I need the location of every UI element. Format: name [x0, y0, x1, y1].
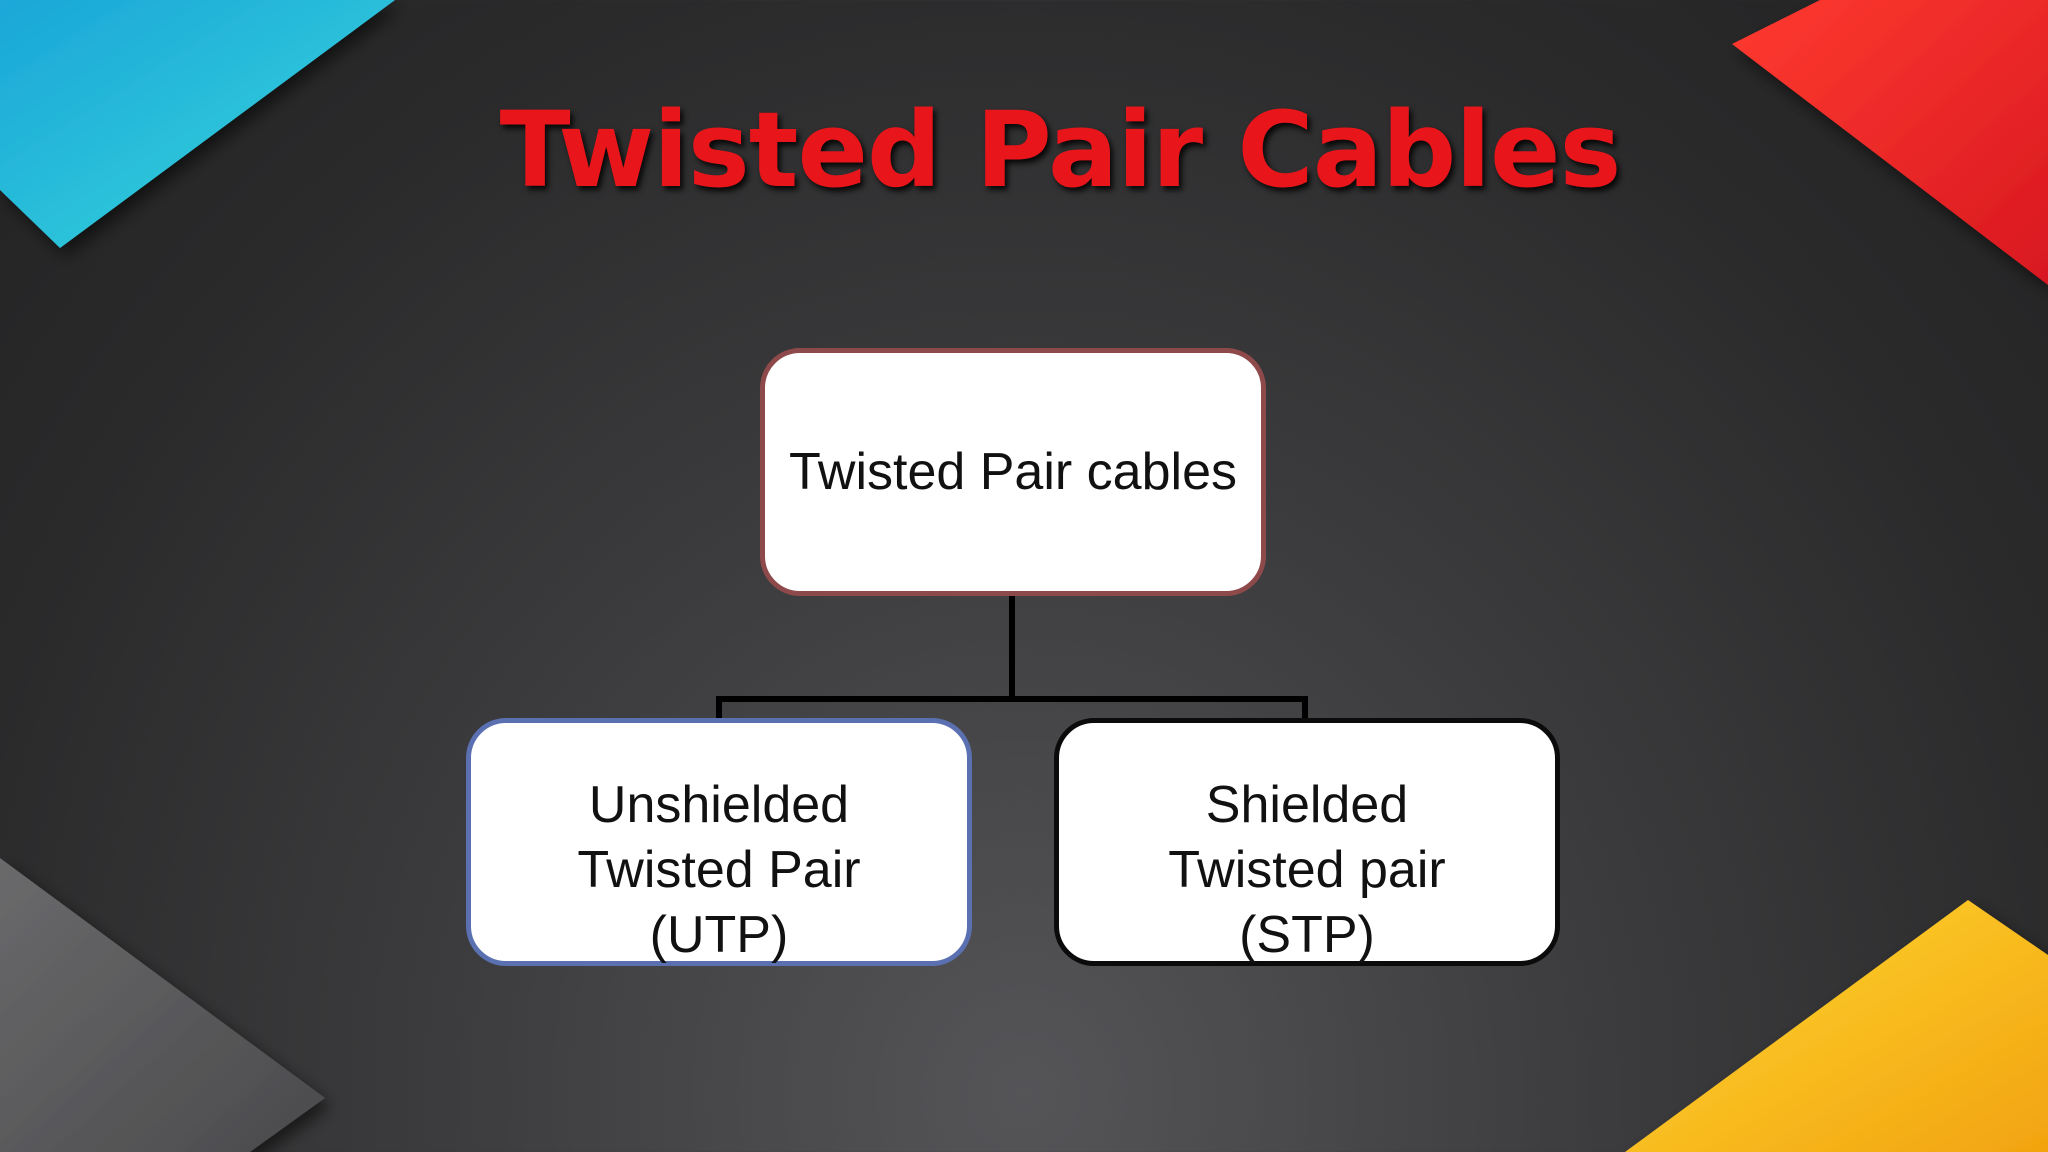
corner-shape-bottom-left — [0, 858, 325, 1152]
connector-left-drop — [716, 696, 722, 720]
corner-shape-bottom-right — [1625, 900, 2048, 1152]
child-node-stp: Shielded Twisted pair (STP) — [1054, 718, 1560, 966]
corner-shape-top-left — [0, 0, 395, 248]
root-node-twisted-pair-cables: Twisted Pair cables — [760, 348, 1266, 596]
child-node-utp: Unshielded Twisted Pair (UTP) — [466, 718, 972, 966]
utp-node-label: Unshielded Twisted Pair (UTP) — [577, 776, 861, 964]
stp-node-label: Shielded Twisted pair (STP) — [1168, 776, 1446, 964]
connector-branch-bar — [716, 696, 1308, 702]
slide-title: Twisted Pair Cables — [499, 89, 1622, 211]
corner-shape-top-right — [1732, 0, 2048, 285]
connector-trunk — [1009, 596, 1015, 698]
root-node-label: Twisted Pair cables — [789, 442, 1237, 501]
connector-right-drop — [1302, 696, 1308, 720]
